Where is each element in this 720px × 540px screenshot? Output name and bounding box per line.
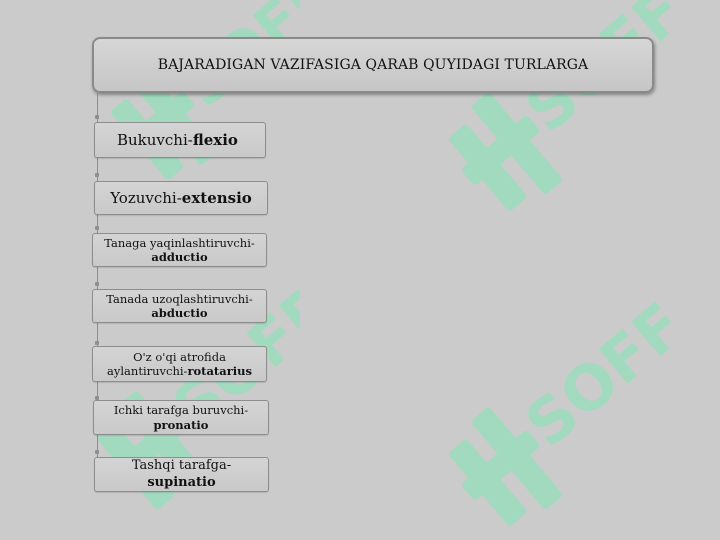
muscle-type-item: Tashqi tarafga-supinatio — [94, 457, 269, 492]
connector-tick — [95, 115, 99, 119]
item-term: adductio — [151, 250, 208, 264]
muscle-type-item: O'z o'qi atrofida aylantiruvchi-rotatari… — [92, 346, 267, 382]
item-prefix: Tanaga yaqinlashtiruvchi- — [104, 235, 255, 250]
item-term: flexio — [192, 130, 238, 149]
item-prefix: Ichki tarafga buruvchi- — [113, 403, 249, 418]
item-prefix: Yozuvchi- — [110, 188, 182, 207]
item-prefix: Tanada uzoqlashtiruvchi- — [106, 291, 253, 306]
muscle-type-item: Tanaga yaqinlashtiruvchi-adductio — [92, 233, 267, 267]
connector-tick — [95, 396, 99, 400]
watermark-logo: SOFF — [430, 300, 670, 540]
item-term: abductio — [151, 306, 208, 320]
connector-tick — [95, 282, 99, 286]
watermark-logo: SOFF — [430, 0, 670, 225]
item-term: rotatarius — [187, 364, 252, 378]
connector-tick — [95, 226, 99, 230]
connector-tick — [95, 341, 99, 345]
connector-tick — [95, 173, 99, 177]
item-term: extensio — [181, 188, 252, 207]
item-prefix: O'z o'qi atrofida aylantiruvchi- — [107, 349, 226, 378]
svg-text:SOFF: SOFF — [512, 300, 670, 461]
item-term: pronatio — [153, 417, 209, 432]
diagram-title-box: BAJARADIGAN VAZIFASIGA QARAB QUYIDAGI TU… — [92, 37, 654, 93]
muscle-type-item: Ichki tarafga buruvchi-pronatio — [93, 400, 269, 435]
item-prefix: Tashqi tarafga- — [131, 458, 232, 474]
connector-tick — [95, 450, 99, 454]
muscle-type-item: Yozuvchi-extensio — [94, 181, 268, 215]
diagram-title: BAJARADIGAN VAZIFASIGA QARAB QUYIDAGI TU… — [157, 57, 589, 73]
item-term: supinatio — [147, 474, 216, 490]
item-prefix: Bukuvchi- — [117, 130, 193, 149]
muscle-type-item: Bukuvchi-flexio — [94, 122, 266, 158]
muscle-type-item: Tanada uzoqlashtiruvchi-abductio — [92, 289, 267, 323]
watermark-logo: SOFF — [100, 0, 300, 210]
